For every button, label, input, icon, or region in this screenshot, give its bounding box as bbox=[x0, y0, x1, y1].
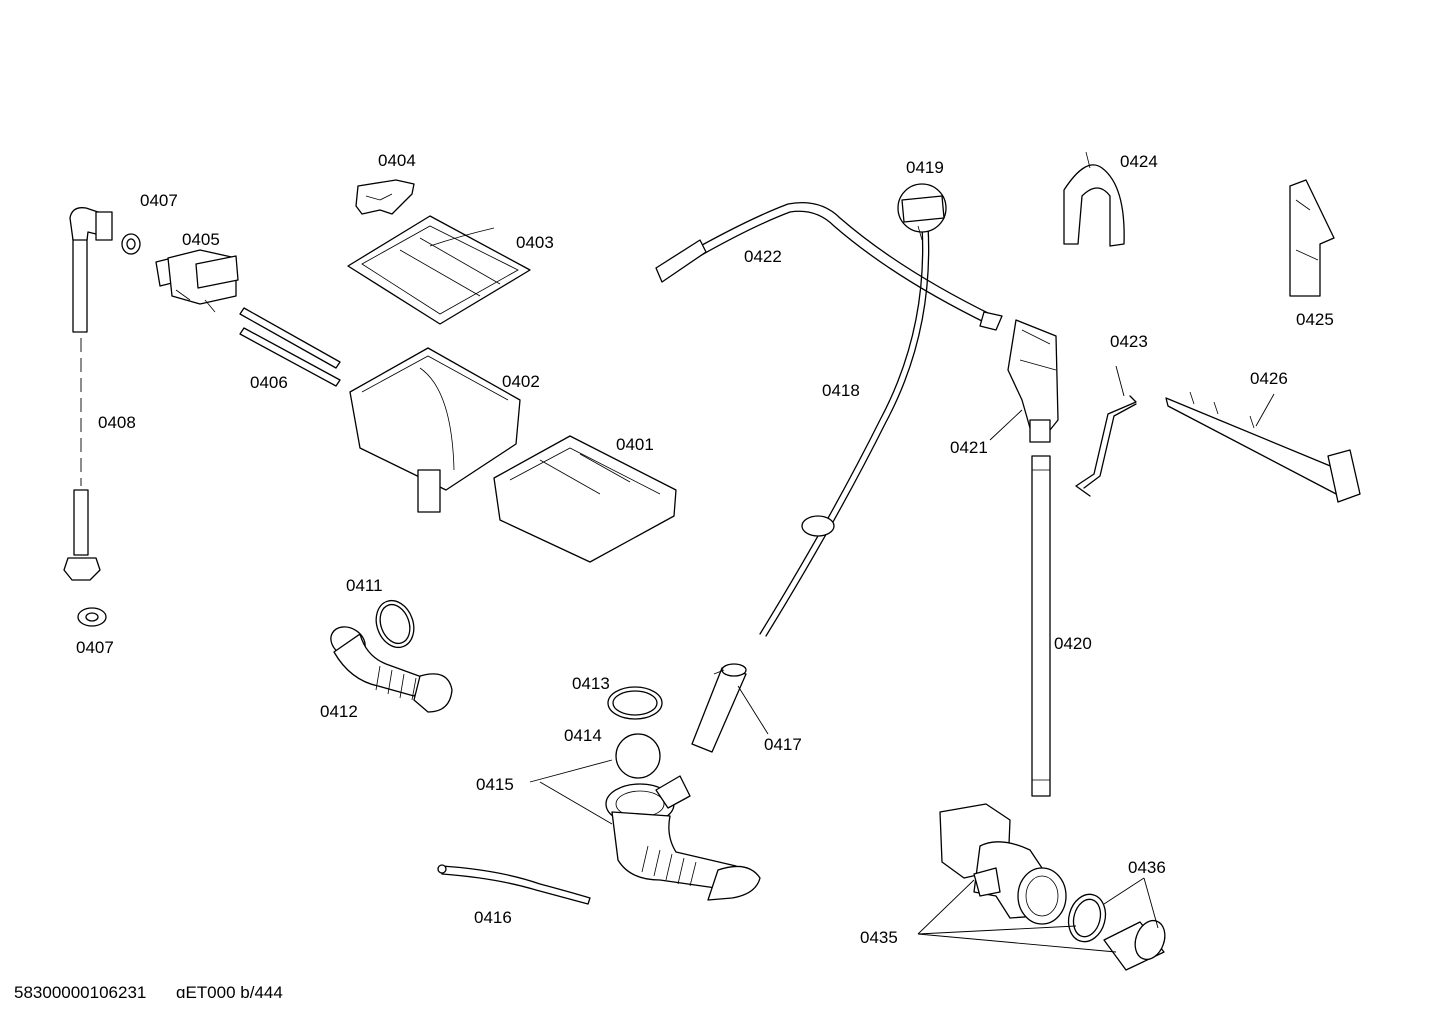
label-0403: 0403 bbox=[516, 233, 554, 252]
label-0413: 0413 bbox=[572, 674, 610, 693]
label-0419: 0419 bbox=[906, 158, 944, 177]
part-0435-drain-pump bbox=[939, 803, 1067, 925]
label-0404: 0404 bbox=[378, 151, 416, 170]
label-0423: 0423 bbox=[1110, 332, 1148, 351]
part-0413-seal-ring bbox=[607, 686, 663, 720]
part-0415-sump bbox=[605, 775, 761, 901]
part-0420-drain-hose bbox=[1031, 455, 1051, 797]
label-0421: 0421 bbox=[950, 438, 988, 457]
label-0418: 0418 bbox=[822, 381, 860, 400]
label-0411: 0411 bbox=[346, 576, 383, 595]
part-0408-inlet-hose bbox=[63, 207, 113, 581]
label-0405: 0405 bbox=[182, 230, 220, 249]
part-0417-air-chamber bbox=[691, 663, 747, 753]
part-0405-solenoid-valve bbox=[155, 249, 239, 313]
part-0436-filter bbox=[1067, 893, 1166, 971]
part-0411-ring bbox=[375, 599, 415, 649]
label-0415: 0415 bbox=[476, 775, 514, 794]
label-0408: 0408 bbox=[98, 413, 136, 432]
label-0414: 0414 bbox=[564, 726, 602, 745]
label-0435: 0435 bbox=[860, 928, 898, 947]
part-0422-overflow-hose bbox=[655, 201, 1003, 331]
part-0414-ball bbox=[615, 733, 661, 779]
part-0406-tubes bbox=[239, 307, 341, 387]
label-0424: 0424 bbox=[1120, 152, 1158, 171]
label-0422: 0422 bbox=[744, 247, 782, 266]
part-0412-bellows-hose bbox=[330, 626, 453, 713]
drawing-code: 58300000106231 ɑET000 b/444 bbox=[14, 983, 283, 1002]
part-0416-hose bbox=[437, 864, 591, 905]
part-0421-hose-connector bbox=[1007, 319, 1059, 443]
label-0412: 0412 bbox=[320, 702, 358, 721]
part-0403-dispenser-cover bbox=[347, 215, 531, 325]
label-0436: 0436 bbox=[1128, 858, 1166, 877]
label-0407-bottom: 0407 bbox=[76, 638, 114, 657]
label-0425: 0425 bbox=[1296, 310, 1334, 329]
part-0424-bracket bbox=[1063, 151, 1125, 247]
part-labels: 0401 0402 0403 0404 0405 0406 0407 0407 … bbox=[76, 151, 1334, 947]
label-0417: 0417 bbox=[764, 735, 802, 754]
label-0401: 0401 bbox=[616, 435, 654, 454]
drawing-code-number: 58300000106231 bbox=[14, 983, 146, 1002]
part-0404-clip bbox=[355, 179, 415, 215]
leader-lines bbox=[529, 365, 1275, 953]
label-0407-top: 0407 bbox=[140, 191, 178, 210]
part-0425-bracket bbox=[1289, 179, 1335, 297]
label-0402: 0402 bbox=[502, 372, 540, 391]
part-0418-pressure-tube bbox=[759, 225, 930, 637]
label-0426: 0426 bbox=[1250, 369, 1288, 388]
part-0419-pressure-switch bbox=[897, 183, 947, 241]
part-0423-rod bbox=[1075, 395, 1137, 497]
part-0407-washer-bottom bbox=[77, 607, 107, 627]
part-0402-dispenser-housing bbox=[349, 347, 521, 513]
drawing-code-overlay: ɑET000 b/444 bbox=[176, 983, 283, 1002]
label-0406: 0406 bbox=[250, 373, 288, 392]
label-0420: 0420 bbox=[1054, 634, 1092, 653]
part-0407-washer-top bbox=[121, 233, 141, 255]
label-0416: 0416 bbox=[474, 908, 512, 927]
part-0401-detergent-drawer bbox=[493, 435, 677, 563]
part-0426-rail bbox=[1165, 391, 1361, 503]
